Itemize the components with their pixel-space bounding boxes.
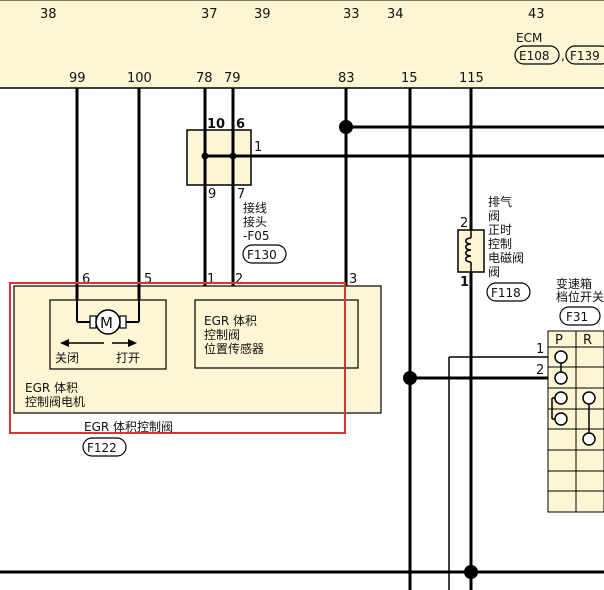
egr-pin-6: 6 bbox=[82, 272, 90, 287]
contact-r-3 bbox=[582, 391, 596, 405]
switch-connector-badge bbox=[559, 306, 601, 326]
exhaust-label-line-3: 正时 bbox=[488, 223, 512, 237]
ecm-pin-78: 78 bbox=[196, 71, 213, 86]
ecm-top-pin-34: 34 bbox=[387, 7, 404, 22]
switch-label-line-2: 档位开关 bbox=[556, 289, 604, 304]
exhaust-pin-2: 2 bbox=[460, 216, 468, 231]
joint-node-left bbox=[201, 152, 209, 160]
joint-pin-6: 6 bbox=[236, 117, 245, 132]
arrow-right-icon bbox=[128, 339, 137, 347]
ecm-pin-83: 83 bbox=[338, 71, 355, 86]
sensor-label-line-2: 控制阀 bbox=[204, 328, 240, 342]
ecm-top-pin-39: 39 bbox=[254, 7, 271, 22]
ecm-connector-separator: , bbox=[561, 49, 565, 63]
switch-col-p: P bbox=[555, 333, 563, 348]
thin-wires bbox=[448, 356, 548, 590]
sensor-label-line-1: EGR 体积 bbox=[204, 314, 257, 328]
splice-bottom bbox=[464, 565, 478, 579]
joint-connector-id: F130 bbox=[247, 248, 277, 262]
motor-brush-left bbox=[89, 315, 97, 329]
joint-label-line-1: 接线 bbox=[243, 200, 267, 215]
egr-pin-5: 5 bbox=[144, 272, 152, 287]
exhaust-label-line-1: 排气 bbox=[488, 194, 512, 209]
splice-15 bbox=[403, 371, 417, 385]
motor-icon bbox=[95, 309, 121, 335]
ecm-pin-79: 79 bbox=[224, 71, 241, 86]
exhaust-label-line-6: 阀 bbox=[488, 265, 500, 279]
motor-label-line-1: EGR 体积 bbox=[25, 381, 78, 395]
joint-label-line-2: 接头 bbox=[243, 214, 267, 229]
exhaust-label-line-5: 电磁阀 bbox=[488, 250, 524, 265]
joint-node-right bbox=[229, 152, 237, 160]
exhaust-pin-1: 1 bbox=[460, 275, 469, 290]
ecm-pin-115: 115 bbox=[459, 71, 484, 86]
motor-open-label: 打开 bbox=[116, 351, 140, 365]
egr-valve-body bbox=[13, 285, 382, 414]
ecm-module: 38 37 39 33 34 43 ECM E108 , F139 99 100… bbox=[0, 0, 604, 89]
switch-pin-2: 2 bbox=[536, 363, 544, 378]
egr-connector-badge bbox=[82, 437, 127, 457]
exhaust-label-line-4: 控制 bbox=[488, 237, 512, 251]
switch-contacts bbox=[554, 350, 596, 446]
switch-grid-lines bbox=[548, 331, 604, 512]
joint-pin-1: 1 bbox=[254, 140, 262, 155]
splice-83 bbox=[339, 120, 353, 134]
ecm-title: ECM bbox=[516, 31, 542, 45]
ecm-pin-15: 15 bbox=[401, 71, 418, 86]
ecm-pin-99: 99 bbox=[69, 71, 86, 86]
ecm-top-pin-33: 33 bbox=[343, 7, 360, 22]
ecm-connector-badge-2 bbox=[565, 45, 604, 65]
splices bbox=[339, 120, 478, 579]
egr-connector-id: F122 bbox=[87, 441, 117, 455]
ecm-connector-e108: E108 bbox=[519, 49, 550, 63]
coil-icon bbox=[465, 237, 472, 263]
ecm-pin-100: 100 bbox=[127, 71, 152, 86]
egr-assembly-label: EGR 体积控制阀 bbox=[84, 420, 173, 434]
contact-p-1 bbox=[554, 350, 568, 364]
switch-label-line-1: 变速箱 bbox=[556, 276, 592, 291]
contact-p-4 bbox=[554, 412, 568, 426]
egr-pin-3: 3 bbox=[349, 272, 357, 287]
contact-r-5 bbox=[582, 432, 596, 446]
switch-contact-links bbox=[551, 363, 590, 433]
ecm-top-pin-37: 37 bbox=[201, 7, 218, 22]
egr-sensor-box bbox=[194, 299, 359, 369]
exhaust-connector-id: F118 bbox=[491, 286, 521, 300]
motor-symbol: M bbox=[100, 314, 113, 332]
joint-pin-10: 10 bbox=[207, 117, 225, 132]
ecm-body bbox=[0, 0, 604, 88]
highlight-frame bbox=[9, 282, 346, 434]
joint-connector-badge bbox=[242, 244, 287, 264]
ecm-top-pin-43: 43 bbox=[528, 7, 545, 22]
joint-pin-9: 9 bbox=[208, 187, 216, 202]
ecm-top-pin-38: 38 bbox=[40, 7, 57, 22]
exhaust-label-line-2: 阀 bbox=[488, 209, 500, 223]
contact-p-2 bbox=[554, 371, 568, 385]
ecm-connector-badge-1 bbox=[514, 45, 560, 65]
joint-label-line-3: -F05 bbox=[243, 229, 270, 243]
exhaust-valve-solenoid: 2 1 排气 阀 正时 控制 电磁阀 阀 F118 bbox=[457, 194, 531, 302]
joint-pin-7: 7 bbox=[237, 187, 245, 202]
egr-pin-1: 1 bbox=[207, 272, 215, 287]
egr-valve-assembly: 6 5 1 2 3 M 关闭 打开 EGR 体积 控制阀 位置传感器 EGR 体… bbox=[9, 272, 382, 457]
egr-motor-box bbox=[49, 299, 167, 370]
exhaust-connector-badge bbox=[486, 282, 531, 302]
switch-connector-id: F31 bbox=[566, 310, 588, 324]
motor-close-label: 关闭 bbox=[55, 351, 79, 365]
transmission-range-switch: 变速箱 档位开关 F31 P R 1 2 bbox=[536, 276, 604, 513]
egr-pin-2: 2 bbox=[235, 272, 243, 287]
sensor-label-line-3: 位置传感器 bbox=[204, 341, 264, 356]
motor-brush-right bbox=[119, 315, 127, 329]
switch-col-r: R bbox=[583, 333, 592, 348]
arrow-left-icon bbox=[60, 339, 69, 347]
ecm-connector-f139: F139 bbox=[570, 49, 600, 63]
switch-pin-1: 1 bbox=[536, 342, 544, 357]
contact-p-3 bbox=[554, 391, 568, 405]
motor-label-line-2: 控制阀电机 bbox=[25, 395, 85, 409]
joint-connector: 10 6 1 9 7 接线 接头 -F05 F130 bbox=[186, 117, 287, 264]
